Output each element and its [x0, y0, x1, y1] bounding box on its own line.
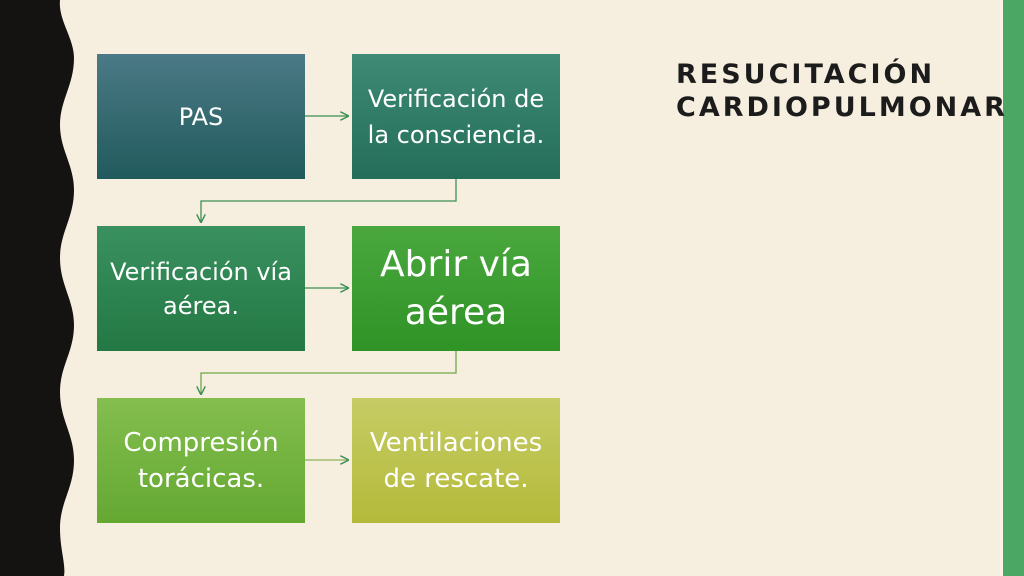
step-abrir-via-aerea-label: Abrir vía aérea	[380, 243, 532, 333]
step-pas: PAS	[97, 54, 305, 179]
right-band-edge	[1000, 0, 1003, 576]
step-verificacion-consciencia: Verificación de la consciencia.	[352, 54, 560, 179]
connector-abrir-to-compresion	[201, 350, 457, 394]
left-wavy-band	[0, 0, 74, 576]
slide-title: Resucitación Cardiopulmonar	[676, 58, 1008, 124]
left-wavy-band-shape	[0, 0, 74, 576]
slide-title-line2: Cardiopulmonar	[676, 92, 1008, 123]
step-verificacion-via-aerea-label: Verificación vía aérea.	[110, 257, 292, 320]
step-verificacion-consciencia-label: Verificación de la consciencia.	[367, 84, 545, 149]
slide-title-line1: Resucitación	[676, 59, 936, 90]
step-compresion-toracicas-label: Compresión torácicas.	[123, 427, 279, 494]
step-verificacion-via-aerea: Verificación vía aérea.	[97, 226, 305, 351]
step-ventilaciones-rescate-label: Ventilaciones de rescate.	[369, 427, 543, 494]
step-compresion-toracicas: Compresión torácicas.	[97, 398, 305, 523]
step-pas-label: PAS	[178, 102, 224, 131]
right-green-band	[1000, 0, 1024, 576]
step-ventilaciones-rescate: Ventilaciones de rescate.	[352, 398, 560, 523]
right-band-fill	[1003, 0, 1024, 576]
connector-conciencia-to-via-aerea	[201, 178, 457, 222]
step-abrir-via-aerea: Abrir vía aérea	[352, 226, 560, 351]
